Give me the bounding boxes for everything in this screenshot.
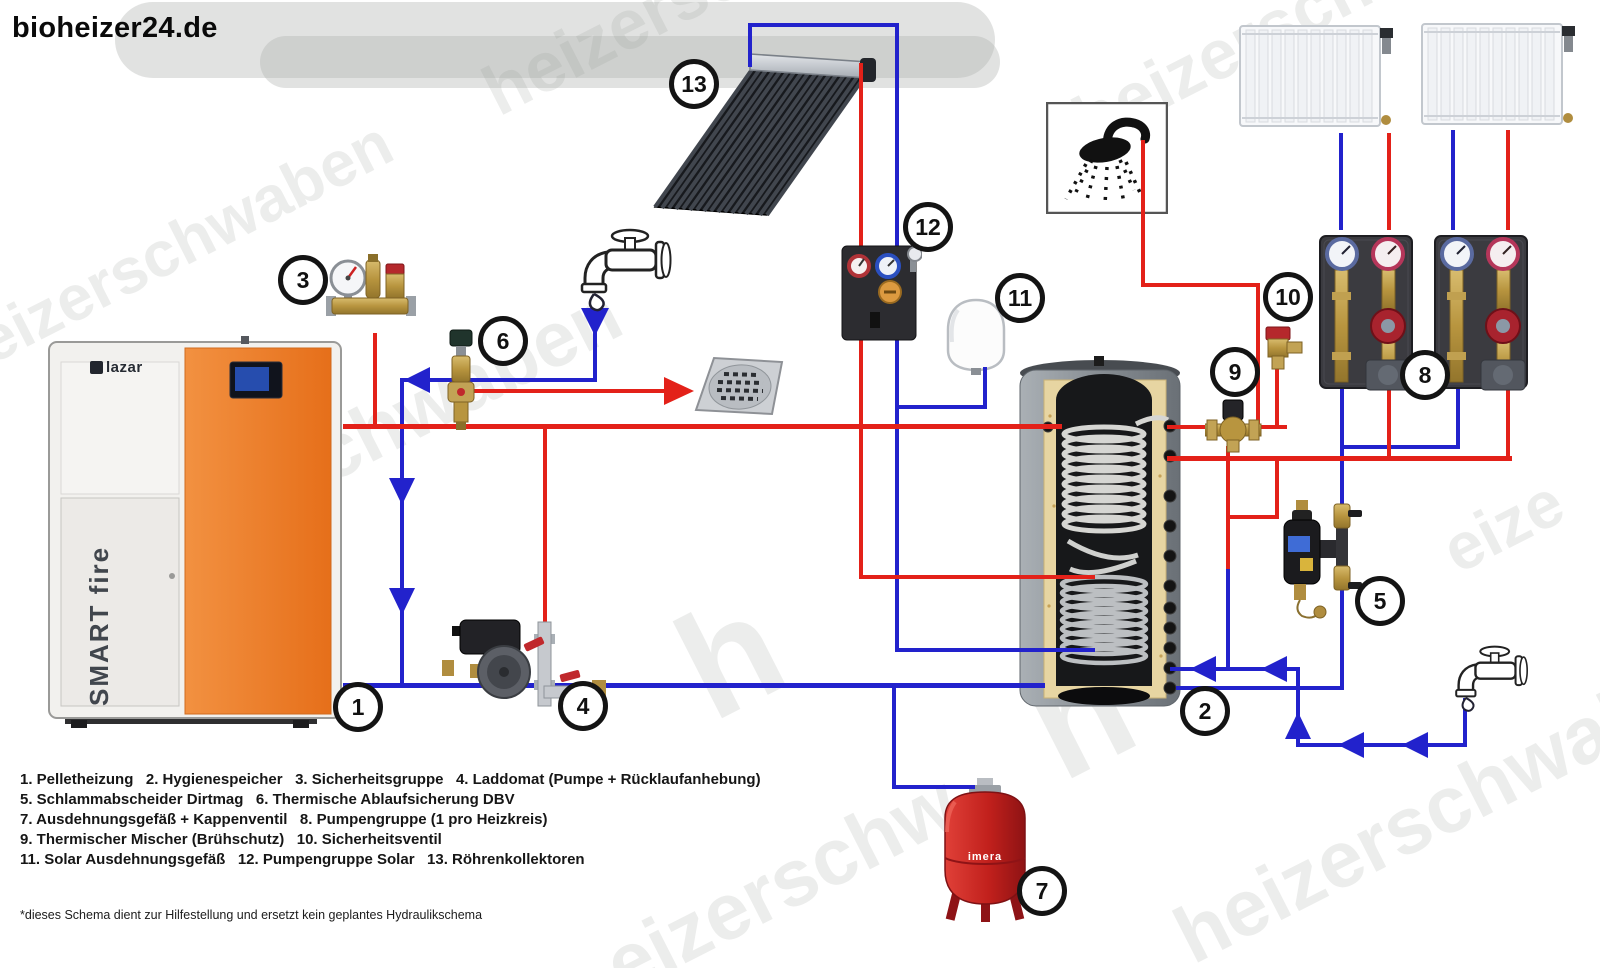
pipe-boiler-return bbox=[343, 683, 1045, 688]
solar-pump-station-image bbox=[841, 245, 922, 341]
watermark-text: eize bbox=[1430, 464, 1576, 587]
pipe-dbv-discharge bbox=[461, 389, 668, 393]
flow-arrow-down bbox=[581, 308, 609, 336]
pipe-expvessel-h bbox=[892, 785, 975, 789]
legend-line: 11. Solar Ausdehnungsgefäß 12. Pumpengru… bbox=[20, 851, 585, 868]
radiator-image bbox=[1239, 25, 1393, 127]
pipe-rad1-flow bbox=[1387, 133, 1391, 230]
marker-4-laddomat: 4 bbox=[558, 681, 608, 731]
pipe-fill-left-v bbox=[400, 378, 404, 687]
pipe-mixer-leg bbox=[1226, 446, 1230, 569]
pipe-shower-v bbox=[1141, 140, 1145, 287]
pipe-coldwater-h bbox=[402, 378, 597, 382]
pipe-boiler-flow bbox=[343, 424, 1062, 429]
marker-7-ausdehnungsgefaess: 7 bbox=[1017, 866, 1067, 916]
boiler-brand-label: lazar bbox=[106, 359, 143, 376]
laddomat-image bbox=[442, 619, 606, 707]
flow-arrow-left bbox=[1338, 732, 1364, 758]
site-brand-title: bioheizer24.de bbox=[12, 12, 218, 44]
marker-8-pumpengruppe: 8 bbox=[1400, 350, 1450, 400]
marker-12-pumpengruppe-solar: 12 bbox=[903, 202, 953, 252]
pipe-faucet2-drop bbox=[1463, 698, 1467, 745]
legend-line: 7. Ausdehnungsgefäß + Kappenventil 8. Pu… bbox=[20, 811, 548, 828]
pipe-hk2-flow-down bbox=[1506, 388, 1510, 459]
pipe-coldwater-riser bbox=[1296, 667, 1300, 747]
flow-arrow-down bbox=[389, 478, 415, 505]
marker-9-thermischer-mischer: 9 bbox=[1210, 347, 1260, 397]
marker-6-ablaufsicherung: 6 bbox=[478, 316, 528, 366]
pipe-jumper-v bbox=[1275, 461, 1279, 517]
flow-arrow-down bbox=[389, 588, 415, 615]
radiator-image bbox=[1421, 23, 1575, 125]
legend-line: 5. Schlammabscheider Dirtmag 6. Thermisc… bbox=[20, 791, 515, 808]
marker-11-solar-ausdehnungsgefaess: 11 bbox=[995, 273, 1045, 323]
pipe-rad2-flow bbox=[1506, 130, 1510, 230]
pipe-collector-up bbox=[748, 25, 752, 67]
watermark-h-glyph: h bbox=[650, 560, 809, 752]
heating-expansion-vessel-image bbox=[944, 778, 1026, 922]
pipe-solar-flow-h bbox=[859, 575, 1095, 579]
faucet-icon bbox=[580, 228, 672, 312]
dbv-valve-image bbox=[447, 329, 475, 430]
shower-icon bbox=[1046, 102, 1168, 214]
pellet-boiler-image bbox=[48, 336, 342, 728]
pipe-laddomat-drop bbox=[543, 429, 547, 630]
pipe-coldwater-bottom bbox=[1296, 743, 1467, 747]
watermark-blob bbox=[260, 36, 1000, 88]
pipe-faucet1-drop bbox=[593, 303, 597, 380]
pipe-safety-group-drop bbox=[373, 333, 377, 429]
faucet-icon bbox=[1455, 645, 1528, 712]
flow-arrow-left bbox=[1402, 732, 1428, 758]
pipe-coil-return bbox=[1170, 667, 1300, 671]
marker-13-roehrenkollektoren: 13 bbox=[669, 59, 719, 109]
marker-1-pelletheizung: 1 bbox=[333, 682, 383, 732]
pipe-solar-return-h bbox=[895, 648, 1095, 652]
pipe-rad2-return bbox=[1451, 130, 1455, 230]
pipe-solarvessel-v bbox=[983, 367, 987, 409]
flow-arrow-right bbox=[664, 377, 694, 405]
pipe-solarvessel-h bbox=[895, 405, 987, 409]
flow-arrow-left bbox=[1261, 656, 1287, 682]
legend-line: 9. Thermischer Mischer (Brühschutz) 10. … bbox=[20, 831, 442, 848]
marker-5-schlammabscheider: 5 bbox=[1355, 576, 1405, 626]
pipe-expvessel-v bbox=[892, 685, 896, 789]
safety-valve-image bbox=[1265, 326, 1303, 370]
safety-group-image bbox=[326, 254, 416, 316]
pipe-tank-bottom-right bbox=[1176, 686, 1344, 690]
pipe-groups-link bbox=[1340, 445, 1460, 449]
boiler-model-label: SMART fire bbox=[84, 545, 114, 706]
dirtmag-image bbox=[1283, 500, 1362, 619]
pipe-hk2-return-down bbox=[1456, 388, 1460, 447]
watermark-text: heizerschwaben bbox=[1160, 620, 1600, 968]
pump-group-image bbox=[1434, 235, 1528, 391]
pipe-jumper-h bbox=[1226, 515, 1279, 519]
expansion-vessel-brand-label: imera bbox=[967, 851, 1003, 863]
solar-collector-image bbox=[653, 53, 876, 217]
floor-drain-image bbox=[694, 356, 784, 416]
pipe-distribution-main bbox=[1167, 456, 1512, 461]
marker-10-sicherheitsventil: 10 bbox=[1263, 272, 1313, 322]
hygiene-buffer-tank-image bbox=[1019, 356, 1181, 707]
pipe-shower-h bbox=[1141, 283, 1260, 287]
thermal-mixer-image bbox=[1205, 399, 1262, 453]
marker-2-hygienespeicher: 2 bbox=[1180, 686, 1230, 736]
pipe-hk1-flow-down bbox=[1387, 388, 1391, 459]
marker-3-sicherheitsgruppe: 3 bbox=[278, 255, 328, 305]
pipe-collector-top bbox=[748, 23, 899, 27]
legend-line: 1. Pelletheizung 2. Hygienespeicher 3. S… bbox=[20, 771, 761, 788]
pipe-mixer-cold bbox=[1226, 567, 1230, 671]
pipe-safety-valve-drop bbox=[1275, 360, 1279, 427]
pipe-rad1-return bbox=[1339, 133, 1343, 230]
pipe-shower-down bbox=[1256, 283, 1260, 429]
disclaimer-footnote: *dieses Schema dient zur Hilfestellung u… bbox=[20, 908, 483, 922]
flow-arrow-up bbox=[1285, 712, 1311, 739]
component-legend: 1. Pelletheizung 2. Hygienespeicher 3. S… bbox=[20, 770, 761, 870]
flow-arrow-left bbox=[1190, 656, 1216, 682]
flow-arrow-left bbox=[404, 367, 430, 393]
pump-group-image bbox=[1319, 235, 1413, 391]
solar-expansion-vessel-image bbox=[946, 298, 1006, 375]
boiler-brand-logo-icon bbox=[90, 361, 103, 374]
